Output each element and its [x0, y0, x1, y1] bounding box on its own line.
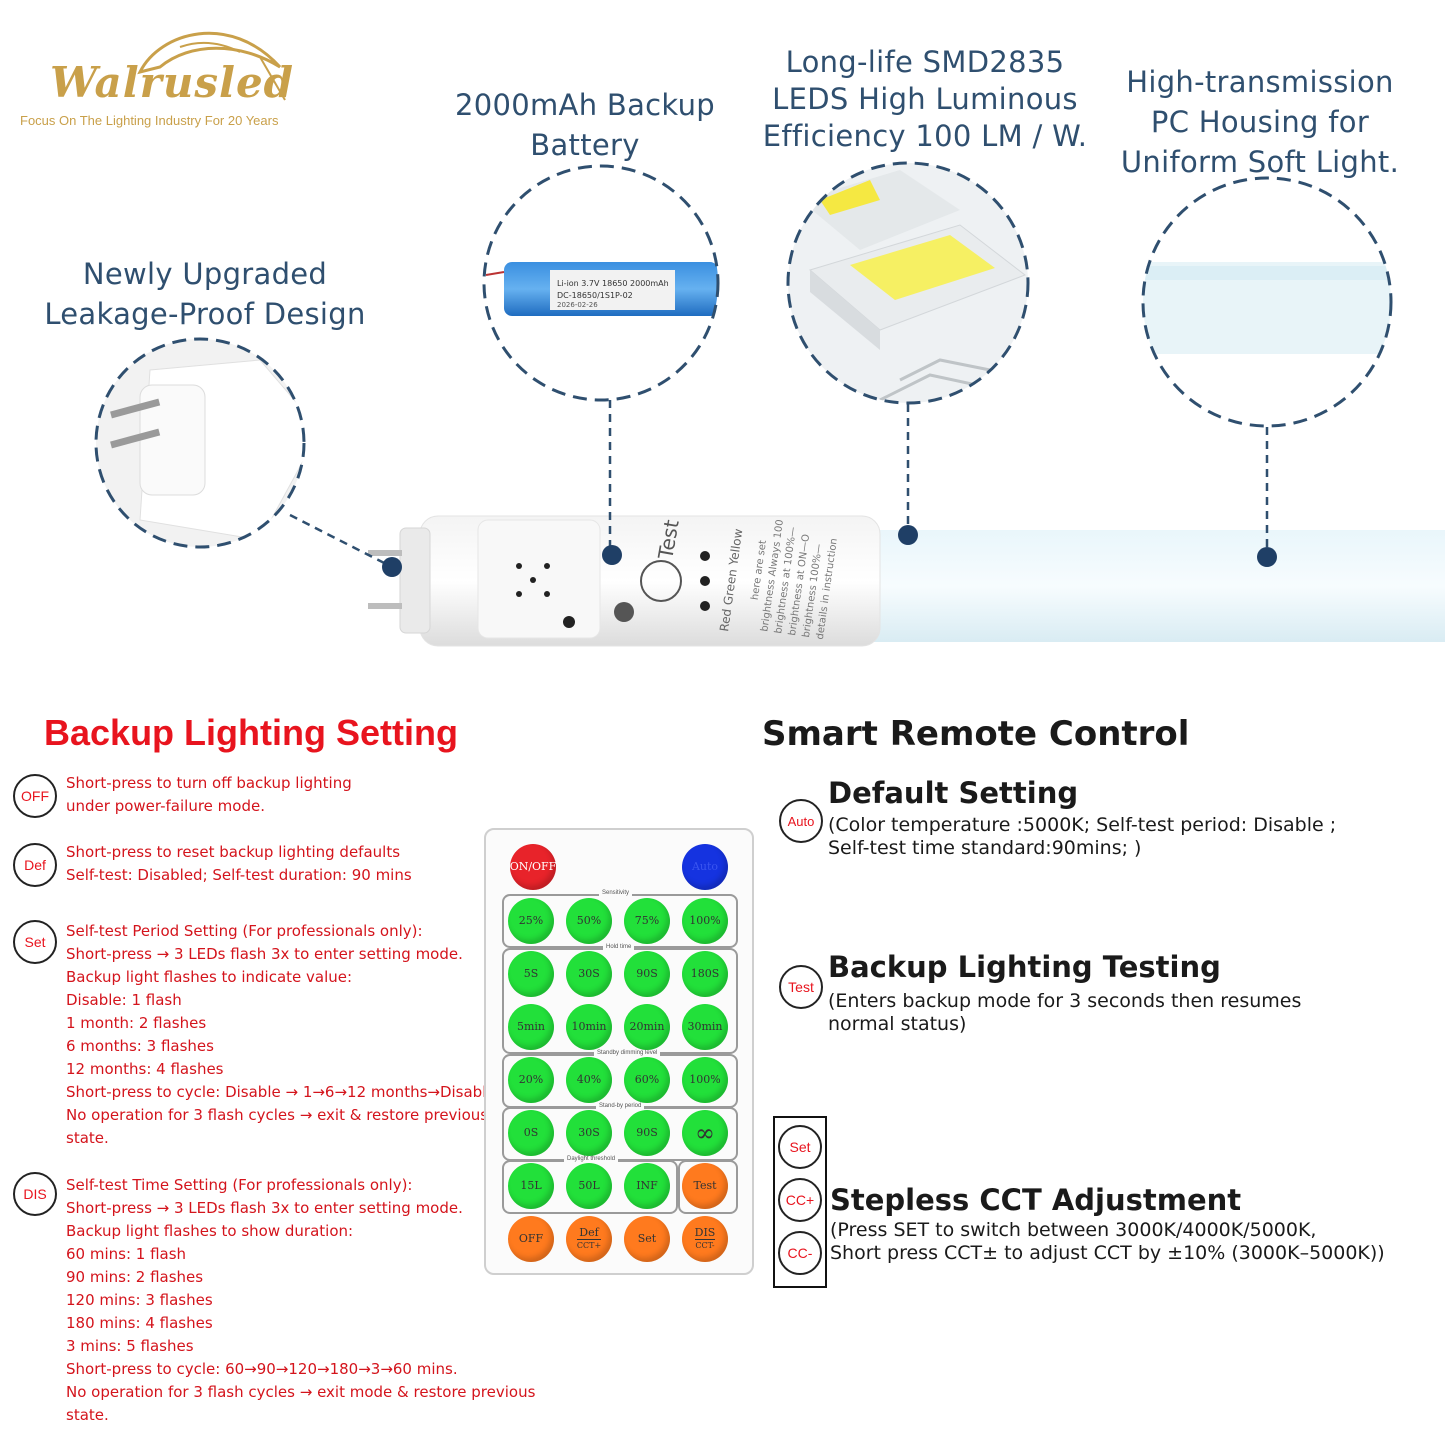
stepless-cct-title: Stepless CCT Adjustment	[830, 1183, 1242, 1217]
backup-testing-title: Backup Lighting Testing	[828, 950, 1221, 984]
standby-period-label: Stand-by period	[596, 1103, 645, 1109]
auto-badge: Auto	[779, 799, 823, 843]
dis-description: Self-test Time Setting (For professional…	[66, 1176, 536, 1424]
hold-90s-button[interactable]: 90S	[624, 951, 670, 997]
daylight-50l-button[interactable]: 50L	[566, 1163, 612, 1209]
callout-battery: 2000mAh Backup Battery	[440, 85, 730, 165]
cct-minus-label: CCT-	[695, 1238, 715, 1250]
hold-10min-button[interactable]: 10min	[566, 1004, 612, 1050]
callout-smd-line3: Efficiency 100 LM / W.	[762, 119, 1088, 153]
stepless-cct-description: (Press SET to switch between 3000K/4000K…	[830, 1219, 1385, 1264]
brand-name: Walrusled	[50, 58, 295, 107]
callout-housing: High-transmission PC Housing for Uniform…	[1105, 62, 1415, 182]
callout-battery-line2: Battery	[530, 128, 640, 162]
battery-label-line2: DC-18650/1S1P-02	[557, 291, 633, 300]
period-0s-button[interactable]: 0S	[508, 1110, 554, 1156]
callout-battery-line1: 2000mAh Backup	[455, 88, 715, 122]
callout-housing-line1: High-transmission	[1126, 65, 1394, 99]
callout-smd: Long-life SMD2835 LEDS High Luminous Eff…	[750, 44, 1100, 155]
onoff-button[interactable]: ON/OFF	[510, 844, 556, 890]
test-button[interactable]: Test	[682, 1163, 728, 1209]
callout-leakage-line2: Leakage-Proof Design	[44, 297, 366, 331]
product-illustration: Li-ion 3.7V 18650 2000mAh DC-18650/1S1P-…	[94, 161, 1445, 647]
hold-30s-button[interactable]: 30S	[566, 951, 612, 997]
cct-badge-box	[773, 1116, 827, 1288]
callout-leakage: Newly Upgraded Leakage-Proof Design	[40, 254, 370, 334]
hold-5s-button[interactable]: 5S	[508, 951, 554, 997]
dis-cct-minus-button[interactable]: DIS CCT-	[682, 1216, 728, 1262]
cct-minus-badge: CC-	[778, 1231, 822, 1275]
auto-button[interactable]: Auto	[682, 844, 728, 890]
tube-fine-print: here are set brightness Always 100 brigh…	[750, 519, 840, 640]
dis-badge: DIS	[13, 1172, 57, 1216]
dim-40-button[interactable]: 40%	[566, 1057, 612, 1103]
period-infinite-button[interactable]: ∞	[682, 1110, 728, 1156]
hold-20min-button[interactable]: 20min	[624, 1004, 670, 1050]
callout-housing-line2: PC Housing for	[1150, 105, 1370, 139]
set-button[interactable]: Set	[624, 1216, 670, 1262]
daylight-label: Daylight threshold	[564, 1156, 619, 1162]
sensitivity-50-button[interactable]: 50%	[566, 898, 612, 944]
def-cct-plus-button[interactable]: Def CCT+	[566, 1216, 612, 1262]
period-30s-button[interactable]: 30S	[566, 1110, 612, 1156]
off-badge: OFF	[13, 774, 57, 818]
hold-180s-button[interactable]: 180S	[682, 951, 728, 997]
daylight-inf-button[interactable]: INF	[624, 1163, 670, 1209]
test-badge: Test	[779, 965, 823, 1009]
backup-section-title: Backup Lighting Setting	[44, 712, 458, 753]
set-description: Self-test Period Setting (For profession…	[66, 922, 501, 1147]
sensitivity-25-button[interactable]: 25%	[508, 898, 554, 944]
callout-housing-line3: Uniform Soft Light.	[1120, 145, 1400, 179]
brand-tagline: Focus On The Lighting Industry For 20 Ye…	[20, 113, 279, 128]
period-90s-button[interactable]: 90S	[624, 1110, 670, 1156]
cct-plus-label: CCT+	[576, 1238, 602, 1250]
hold-30min-button[interactable]: 30min	[682, 1004, 728, 1050]
callout-smd-line2: LEDS High Luminous	[772, 82, 1078, 116]
def-description: Short-press to reset backup lighting def…	[66, 843, 412, 884]
sensitivity-75-button[interactable]: 75%	[624, 898, 670, 944]
remote-control: ON/OFF Auto Sensitivity 25% 50% 75% 100%…	[484, 828, 754, 1275]
dim-100-button[interactable]: 100%	[682, 1057, 728, 1103]
set-badge: Set	[13, 920, 57, 964]
sensitivity-100-button[interactable]: 100%	[682, 898, 728, 944]
test-group	[678, 1160, 738, 1214]
cct-set-badge: Set	[778, 1125, 822, 1169]
def-label: Def	[579, 1225, 599, 1239]
walrus-logo-icon	[137, 31, 286, 101]
off-button[interactable]: OFF	[508, 1216, 554, 1262]
callout-smd-line1: Long-life SMD2835	[785, 45, 1065, 79]
def-badge: Def	[13, 843, 57, 887]
standby-dim-label: Standby dimming level	[594, 1050, 661, 1056]
dis-label: DIS	[694, 1225, 716, 1239]
dim-20-button[interactable]: 20%	[508, 1057, 554, 1103]
backup-testing-description: (Enters backup mode for 3 seconds then r…	[828, 990, 1302, 1035]
off-description: Short-press to turn off backup lighting …	[66, 774, 352, 815]
smart-section-title: Smart Remote Control	[762, 714, 1190, 754]
default-setting-title: Default Setting	[828, 776, 1079, 810]
hold-5min-button[interactable]: 5min	[508, 1004, 554, 1050]
battery-label-line1: Li-ion 3.7V 18650 2000mAh	[557, 279, 669, 288]
dim-60-button[interactable]: 60%	[624, 1057, 670, 1103]
sensitivity-label: Sensitivity	[599, 890, 633, 896]
battery-label-line3: 2026-02-26	[557, 301, 598, 309]
callout-leakage-line1: Newly Upgraded	[82, 257, 328, 291]
hold-time-label: Hold time	[603, 944, 635, 950]
daylight-15l-button[interactable]: 15L	[508, 1163, 554, 1209]
default-setting-description: (Color temperature :5000K; Self-test per…	[828, 814, 1337, 859]
cct-plus-badge: CC+	[778, 1178, 822, 1222]
